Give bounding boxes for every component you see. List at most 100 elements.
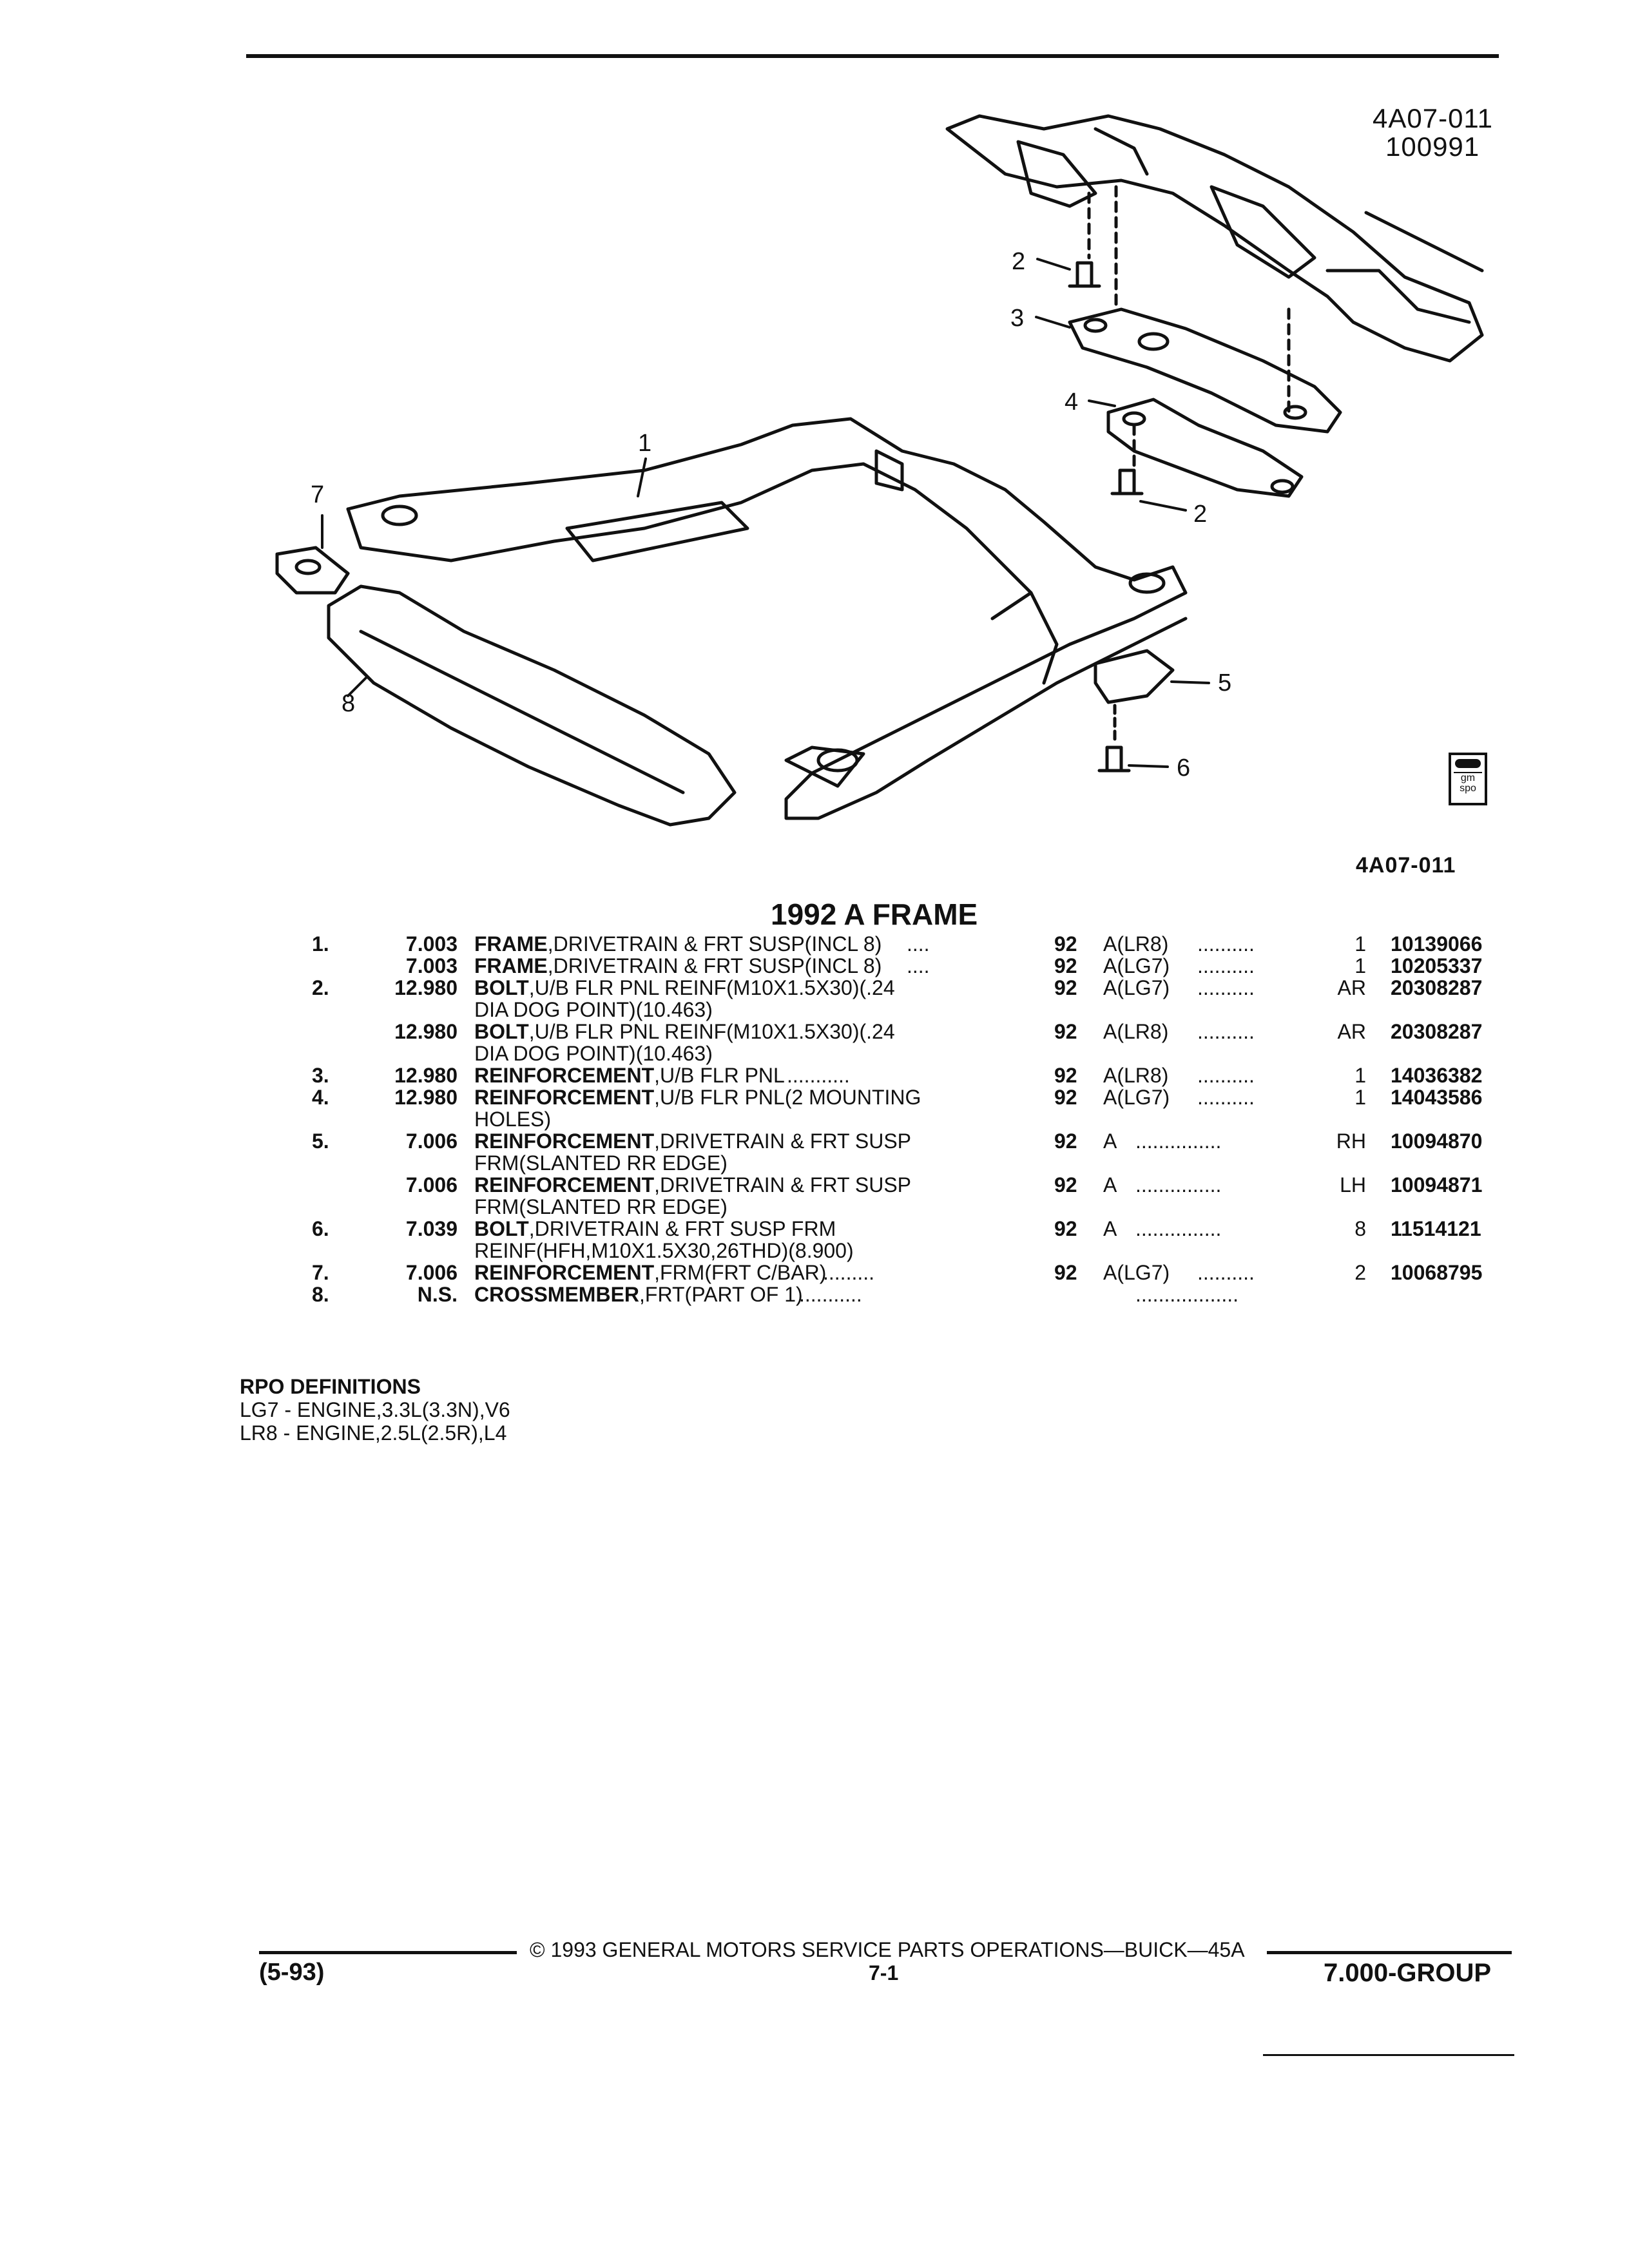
part-name: CROSSMEMBER [474, 1283, 640, 1306]
item-number: 4. [312, 1086, 329, 1109]
part-number: 20308287 [1391, 976, 1483, 999]
part-description: REINFORCEMENT,U/B FLR PNL [474, 1064, 785, 1086]
quantity: 8 [1354, 1217, 1366, 1240]
callout-3: 3 [1010, 305, 1024, 332]
bolt-illustrations [1068, 185, 1291, 773]
leader-dots: .... [907, 932, 930, 956]
model-year: 92 [1054, 932, 1077, 956]
item-number: 6. [312, 1217, 329, 1240]
model-dots: .......... [1197, 1261, 1255, 1284]
group-number: 7.003 [405, 954, 458, 977]
item-number: 2. [312, 976, 329, 999]
group-number: 7.006 [405, 1261, 458, 1284]
group-number: 12.980 [394, 1020, 458, 1043]
model-code: A(LR8) [1103, 1064, 1169, 1087]
part-name: REINFORCEMENT [474, 1086, 655, 1109]
group-number: 7.006 [405, 1173, 458, 1196]
part-description: BOLT,U/B FLR PNL REINF(M10X1.5X30)(.24 [474, 1021, 895, 1043]
model-dots: .......... [1197, 932, 1255, 956]
part-description: REINFORCEMENT,FRM(FRT C/BAR) [474, 1262, 826, 1283]
footer-rule-left [259, 1951, 517, 1954]
part-description: FRAME,DRIVETRAIN & FRT SUSP(INCL 8) [474, 933, 882, 955]
model-dots: .......... [1197, 1064, 1255, 1087]
item-number: 1. [312, 932, 329, 956]
quantity: 1 [1354, 954, 1366, 977]
group-number: 7.003 [405, 932, 458, 956]
part-name: FRAME [474, 932, 548, 956]
part-number: 11514121 [1391, 1217, 1481, 1240]
group-number: 7.039 [405, 1217, 458, 1240]
rpo-line-lr8: LR8 - ENGINE,2.5L(2.5R),L4 [240, 1421, 507, 1445]
footer-rule-right [1267, 1951, 1512, 1954]
part-description-continued: FRM(SLANTED RR EDGE) [474, 1151, 728, 1175]
model-dots: .......... [1197, 954, 1255, 977]
model-year: 92 [1054, 976, 1077, 999]
reinforcement-7-illustration [275, 546, 350, 595]
model-dots: ............... [1135, 1173, 1222, 1196]
diagram-code-bottom: 4A07-011 [1356, 853, 1456, 878]
leader-dots: ........... [787, 1064, 850, 1087]
model-dots: ............... [1135, 1129, 1222, 1153]
model-code: A(LG7) [1103, 1261, 1170, 1284]
item-number: 3. [312, 1064, 329, 1087]
part-name: REINFORCEMENT [474, 1064, 655, 1087]
callout-1: 1 [638, 430, 651, 457]
part-number: 10094870 [1391, 1129, 1483, 1153]
item-number: 8. [312, 1283, 329, 1306]
part-description: BOLT,DRIVETRAIN & FRT SUSP FRM [474, 1218, 836, 1240]
callout-6: 6 [1177, 754, 1190, 782]
part-detail: ,FRM(FRT C/BAR) [654, 1261, 827, 1284]
model-year: 92 [1054, 954, 1077, 977]
model-dots: .................. [1135, 1283, 1239, 1306]
group-number: N.S. [417, 1283, 458, 1306]
part-number: 10205337 [1391, 954, 1483, 977]
callout-leaders [321, 258, 1210, 768]
gm-spo-logo-text: gm spo [1454, 772, 1482, 794]
diagram-code-top: 4A07-011 [1373, 103, 1494, 133]
model-year: 92 [1054, 1173, 1077, 1196]
part-detail: ,FRT(PART OF 1) [639, 1283, 803, 1306]
rpo-line-lg7: LG7 - ENGINE,3.3L(3.3N),V6 [240, 1398, 510, 1421]
part-detail: ,DRIVETRAIN & FRT SUSP FRM [528, 1217, 836, 1240]
quantity: 1 [1354, 932, 1366, 956]
part-detail: ,U/B FLR PNL REINF(M10X1.5X30)(.24 [528, 1020, 895, 1043]
part-name: FRAME [474, 954, 548, 977]
quantity: LH [1340, 1173, 1366, 1196]
part-description-continued: DIA DOG POINT)(10.463) [474, 1042, 713, 1065]
part-description: FRAME,DRIVETRAIN & FRT SUSP(INCL 8) [474, 955, 882, 977]
reinforcement-4-illustration [1106, 398, 1304, 498]
top-rule [246, 54, 1499, 58]
part-detail: ,U/B FLR PNL [654, 1064, 785, 1087]
footer-date: (5-93) [259, 1959, 325, 1986]
page-title: 1992 A FRAME [771, 898, 978, 931]
group-number: 12.980 [394, 976, 458, 999]
gm-spo-logo: gm spo [1449, 753, 1487, 805]
model-year: 92 [1054, 1217, 1077, 1240]
part-detail: ,DRIVETRAIN & FRT SUSP(INCL 8) [547, 932, 882, 956]
leader-dots: ........... [799, 1283, 862, 1306]
quantity: 1 [1354, 1064, 1366, 1087]
part-number: 10139066 [1391, 932, 1483, 956]
part-detail: ,U/B FLR PNL REINF(M10X1.5X30)(.24 [528, 976, 895, 999]
part-description: BOLT,U/B FLR PNL REINF(M10X1.5X30)(.24 [474, 977, 895, 999]
leader-dots: .... [907, 954, 930, 977]
model-code: A(LG7) [1103, 954, 1170, 977]
item-number: 5. [312, 1129, 329, 1153]
part-name: BOLT [474, 976, 529, 999]
part-description-continued: REINF(HFH,M10X1.5X30,26THD)(8.900) [474, 1239, 854, 1262]
part-detail: ,U/B FLR PNL(2 MOUNTING [654, 1086, 921, 1109]
reinforcement-5-illustration [1094, 649, 1175, 743]
part-name: BOLT [474, 1020, 529, 1043]
model-year: 92 [1054, 1064, 1077, 1087]
model-year: 92 [1054, 1129, 1077, 1153]
part-number: 10094871 [1391, 1173, 1483, 1196]
footer-copyright: © 1993 GENERAL MOTORS SERVICE PARTS OPER… [530, 1938, 1245, 1961]
callout-2b: 2 [1193, 501, 1207, 528]
model-year: 92 [1054, 1086, 1077, 1109]
item-number: 7. [312, 1261, 329, 1284]
model-code: A [1103, 1173, 1117, 1196]
model-code: A(LR8) [1103, 1020, 1169, 1043]
frame-exploded-diagram: 1 2 3 4 2 5 6 7 8 [275, 114, 1484, 827]
group-number: 12.980 [394, 1086, 458, 1109]
model-dots: .......... [1197, 1086, 1255, 1109]
